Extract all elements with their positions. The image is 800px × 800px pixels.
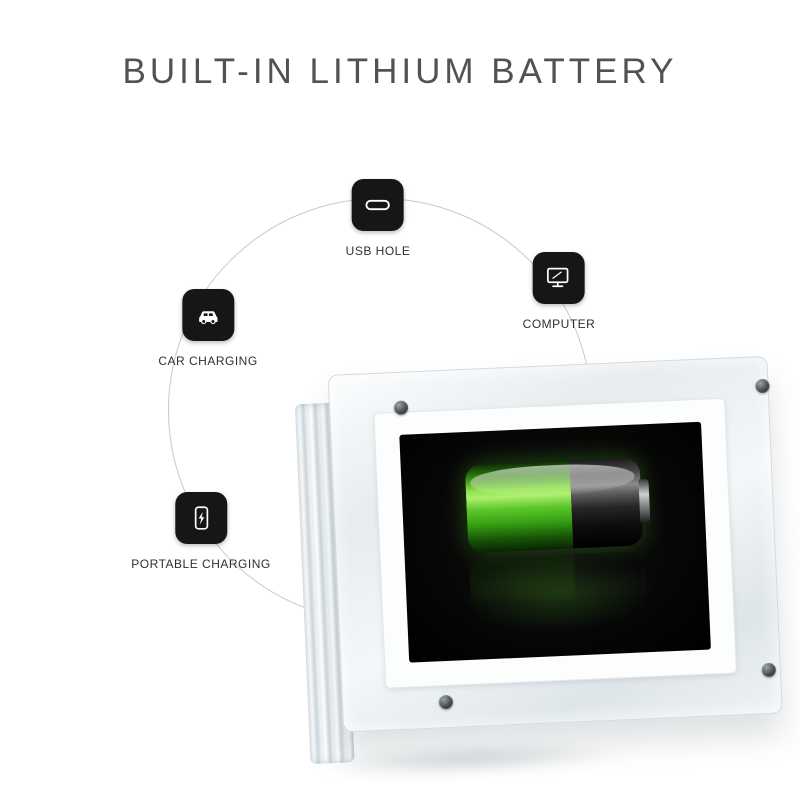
battery-reflection bbox=[468, 549, 654, 628]
feature-usb-hole: USB HOLE bbox=[346, 179, 411, 258]
magnet-dot-bottom-left bbox=[438, 694, 454, 710]
product-drop-shadow bbox=[314, 738, 629, 780]
car-icon bbox=[182, 289, 234, 341]
battery-indicator bbox=[464, 456, 650, 553]
page-title: BUILT-IN LITHIUM BATTERY bbox=[122, 52, 678, 91]
white-mat bbox=[374, 398, 736, 688]
feature-label-portable: PORTABLE CHARGING bbox=[131, 557, 271, 571]
battery-body bbox=[464, 456, 643, 553]
usb-c-port-icon bbox=[352, 179, 404, 231]
battery-terminal-cap bbox=[637, 479, 650, 523]
feature-label-car: CAR CHARGING bbox=[158, 354, 258, 368]
power-bank-icon bbox=[174, 492, 227, 544]
feature-car-charging: CAR CHARGING bbox=[158, 289, 257, 368]
feature-label-usb: USB HOLE bbox=[345, 244, 411, 258]
feature-portable-charging: PORTABLE CHARGING bbox=[131, 492, 270, 571]
magnet-dot-top-right bbox=[755, 378, 770, 394]
monitor-icon bbox=[532, 252, 585, 304]
feature-computer: COMPUTER bbox=[523, 252, 596, 331]
product-screen bbox=[399, 421, 711, 663]
magnet-dot-bottom-right bbox=[761, 662, 777, 678]
feature-label-computer: COMPUTER bbox=[522, 317, 596, 331]
acrylic-front-panel bbox=[327, 355, 783, 733]
product-photo-frame bbox=[287, 352, 786, 780]
